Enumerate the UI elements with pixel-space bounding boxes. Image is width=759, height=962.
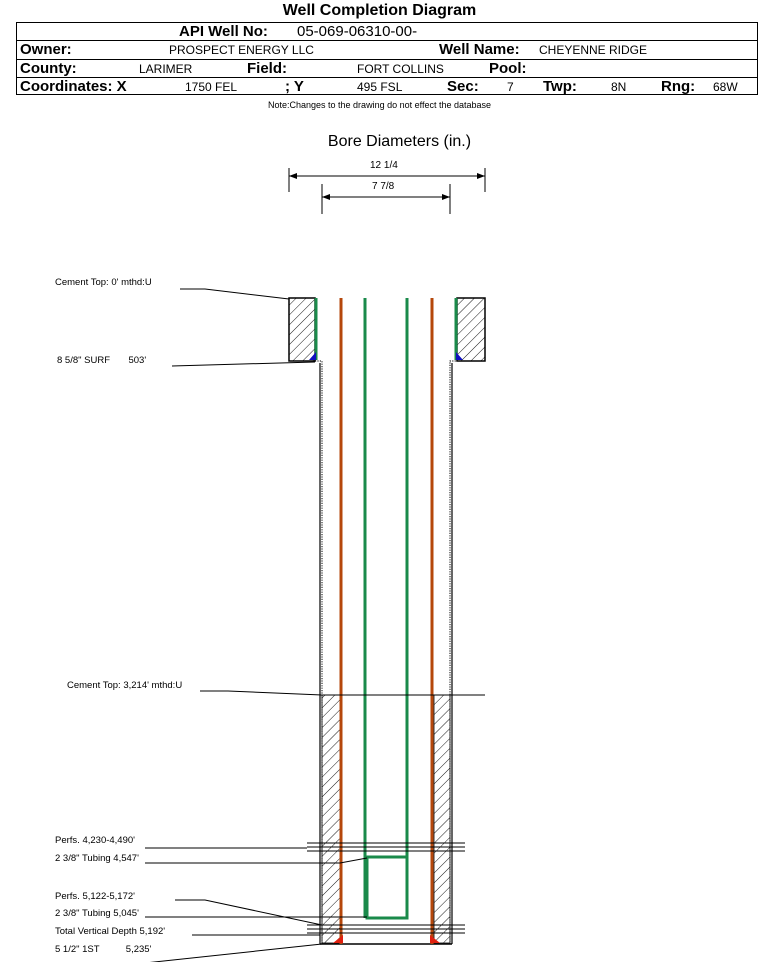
sec-label: Sec: [447, 78, 479, 95]
owner-value: PROSPECT ENERGY LLC [169, 43, 314, 57]
twp-value: 8N [611, 80, 627, 94]
county-value: LARIMER [139, 62, 193, 76]
coord-y-label: ; Y [285, 78, 304, 95]
bore-diameters-title: Bore Diameters (in.) [327, 133, 472, 150]
perfs-upper-label: Perfs. 4,230-4,490' [55, 835, 135, 846]
database-note: Note:Changes to the drawing do not effec… [268, 100, 491, 110]
diagram-title: Well Completion Diagram [282, 2, 477, 19]
well-name-value: CHEYENNE RIDGE [539, 43, 648, 57]
county-label: County: [20, 60, 77, 77]
total-vertical-depth-label: Total Vertical Depth 5,192' [55, 926, 166, 937]
api-label: API Well No: [179, 23, 268, 40]
tubing-bottom-assembly [365, 855, 409, 920]
field-value: FORT COLLINS [357, 62, 444, 76]
rng-value: 68W [713, 80, 738, 94]
api-value: 05-069-06310-00- [297, 23, 418, 40]
bore-dimension-outer [288, 168, 486, 192]
cement-top-production-label: Cement Top: 3,214' mthd:U [67, 680, 183, 691]
sec-value: 7 [507, 80, 514, 94]
rng-label: Rng: [661, 78, 696, 95]
production-shoe-right [430, 935, 440, 943]
bore-dimension-inner [321, 184, 451, 214]
surface-cement-left [288, 297, 316, 362]
bore-inner-value: 7 7/8 [372, 181, 395, 192]
production-cement-left [321, 694, 341, 944]
surface-casing-label: 8 5/8" SURF 503' [57, 355, 147, 366]
surface-hole [288, 297, 486, 362]
owner-label: Owner: [20, 41, 72, 58]
surface-shoe-left [309, 352, 316, 360]
perforations-lower [307, 924, 465, 934]
coord-x-label: Coordinates: X [20, 78, 127, 95]
field-label: Field: [247, 60, 287, 77]
production-shoe-left [333, 935, 343, 943]
cement-top-surface-label: Cement Top: 0' mthd:U [55, 277, 152, 288]
surface-shoe-right [456, 352, 463, 360]
coord-x-value: 1750 FEL [185, 80, 238, 94]
tubing-upper-label: 2 3/8" Tubing 4,547' [55, 853, 139, 864]
leader-lines [145, 288, 485, 962]
well-name-label: Well Name: [439, 41, 520, 58]
bore-outer-value: 12 1/4 [370, 160, 398, 171]
coordinates-row: Coordinates: X 1750 FEL ; Y 495 FSL Sec:… [16, 77, 758, 95]
pool-label: Pool: [489, 60, 527, 77]
production-cement-right [433, 694, 451, 944]
twp-label: Twp: [543, 78, 577, 95]
perfs-lower-label: Perfs. 5,122-5,172' [55, 891, 135, 902]
surface-cement-right [456, 297, 486, 362]
api-row: API Well No: 05-069-06310-00- [16, 22, 758, 40]
coord-y-value: 495 FSL [357, 80, 403, 94]
perforations-upper [307, 842, 465, 852]
production-casing-label: 5 1/2" 1ST 5,235' [55, 944, 152, 955]
owner-row: Owner: PROSPECT ENERGY LLC Well Name: CH… [16, 40, 758, 59]
county-row: County: LARIMER Field: FORT COLLINS Pool… [16, 59, 758, 77]
tubing-lower-label: 2 3/8" Tubing 5,045' [55, 908, 139, 919]
